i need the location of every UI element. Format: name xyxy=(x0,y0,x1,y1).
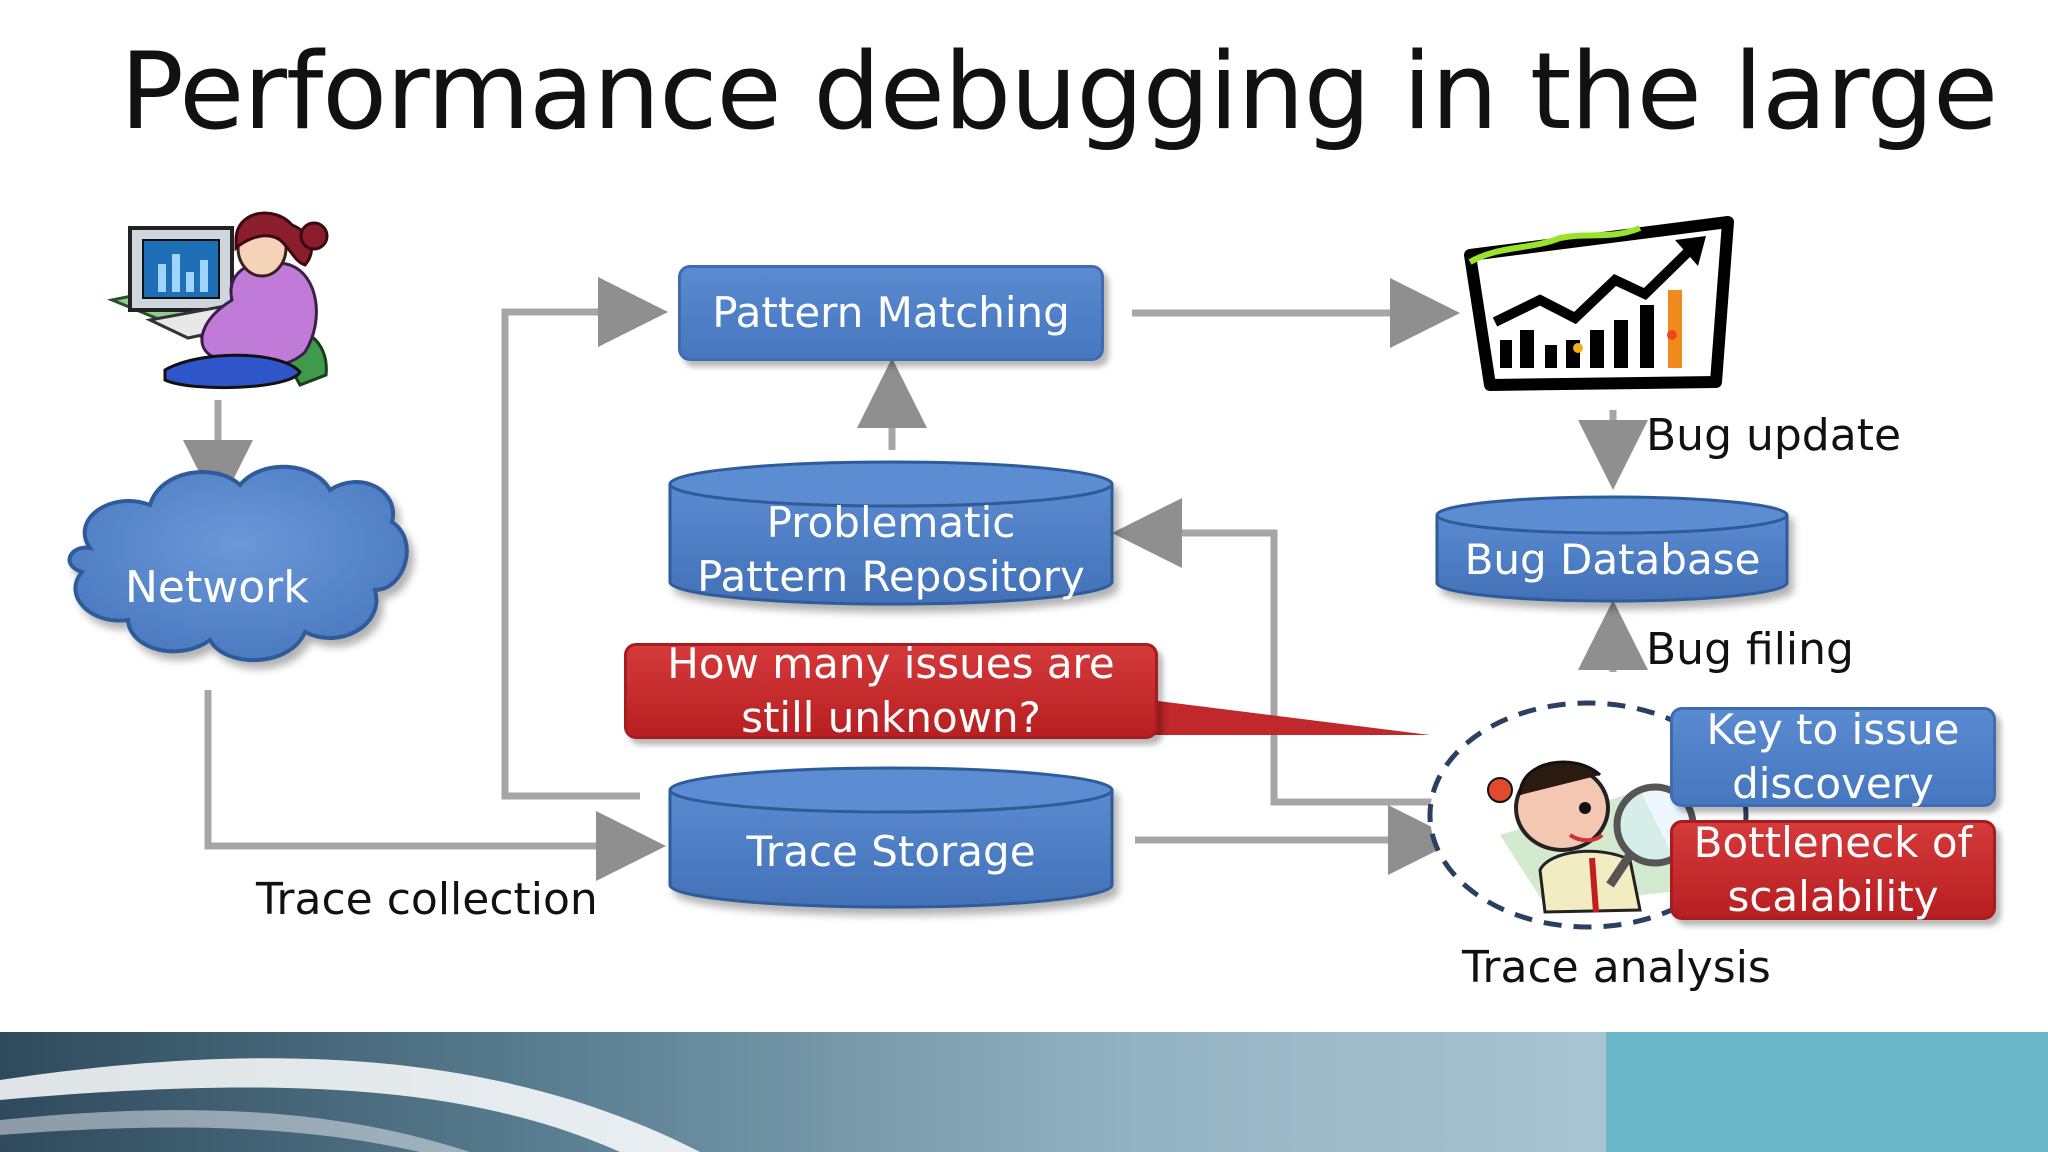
trace-storage-cylinder xyxy=(668,766,1114,909)
trace-analysis-investigator-icon xyxy=(1427,700,1749,930)
footer-band xyxy=(0,1032,2048,1152)
bottleneck-text: Bottleneck of scalability xyxy=(1693,818,1973,921)
pattern-matching-box: Pattern Matching xyxy=(678,265,1104,361)
unknown-issues-callout: How many issues are still unknown? xyxy=(624,639,1158,742)
key-to-discovery-callout: Key to issue discovery xyxy=(1670,705,1996,808)
pattern-repository-label: Problematic Pattern Repository xyxy=(697,498,1085,601)
key-to-discovery-text: Key to issue discovery xyxy=(1706,705,1960,808)
pattern-repository-cylinder xyxy=(668,460,1114,606)
arrow-network-to-trace-storage xyxy=(204,690,666,881)
pattern-matching-label: Pattern Matching xyxy=(712,288,1070,337)
arrows xyxy=(183,277,1648,881)
rising-chart-icon xyxy=(1464,216,1734,391)
bug-update-label: Bug update xyxy=(1646,410,1902,461)
network-cloud xyxy=(67,464,409,662)
trace-storage-label: Trace Storage xyxy=(746,827,1036,876)
arrow-trace-storage-to-pattern-matching xyxy=(501,277,668,800)
unknown-issues-callout-tail xyxy=(1150,700,1430,735)
trace-analysis-label: Trace analysis xyxy=(1462,942,1771,993)
bug-database-cylinder xyxy=(1435,495,1789,603)
bottleneck-callout: Bottleneck of scalability xyxy=(1670,818,1996,921)
unknown-issues-callout-text: How many issues are still unknown? xyxy=(667,639,1115,742)
trace-collection-label: Trace collection xyxy=(256,874,598,925)
bug-filing-label: Bug filing xyxy=(1646,624,1854,675)
user-at-computer-icon xyxy=(106,211,329,390)
slide-title: Performance debugging in the large xyxy=(120,30,1998,153)
bug-database-label: Bug Database xyxy=(1464,535,1761,584)
arrow-analysis-to-repository xyxy=(1112,498,1440,806)
network-label: Network xyxy=(125,562,309,613)
